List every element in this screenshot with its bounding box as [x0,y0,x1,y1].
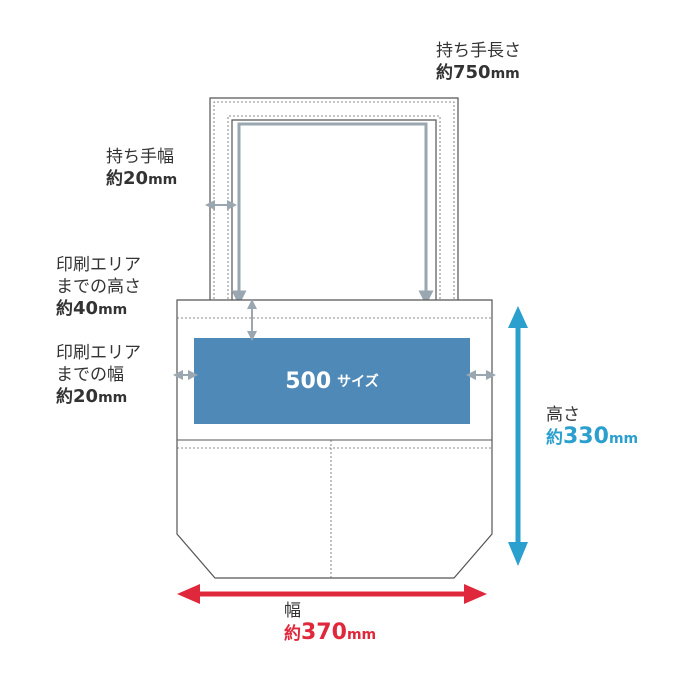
print-top-label: 印刷エリア までの高さ 約40mm [56,254,141,321]
print-top-title-2: までの高さ [56,277,141,297]
handle-length-title: 持ち手長さ [436,41,521,61]
handle-length-guide [231,122,434,306]
print-top-value: 約40mm [56,298,128,319]
print-area [194,338,470,424]
height-title: 高さ [546,405,580,425]
print-top-title-1: 印刷エリア [56,255,141,275]
handle-width-value: 約20mm [106,168,178,189]
handle-length-label: 持ち手長さ 約750mm [436,40,521,85]
width-title: 幅 [284,601,301,621]
print-side-label: 印刷エリア までの幅 約20mm [56,342,141,409]
width-label: 幅 約370mm [284,600,376,646]
height-label: 高さ 約330mm [546,404,638,450]
print-side-title-1: 印刷エリア [56,343,141,363]
print-side-value: 約20mm [56,386,128,407]
print-area-suffix: サイズ [337,374,379,390]
bag-handle [209,97,459,304]
width-value: 約370mm [284,620,377,645]
handle-length-value: 約750mm [436,62,520,83]
handle-width-title: 持ち手幅 [106,147,174,167]
print-area-number: 500 [285,368,332,394]
height-value: 約330mm [546,424,639,449]
print-area-label: 500 サイズ [194,338,470,424]
print-side-title-2: までの幅 [56,365,124,385]
handle-width-label: 持ち手幅 約20mm [106,146,177,191]
width-arrow [177,584,487,604]
height-arrow [508,306,528,566]
